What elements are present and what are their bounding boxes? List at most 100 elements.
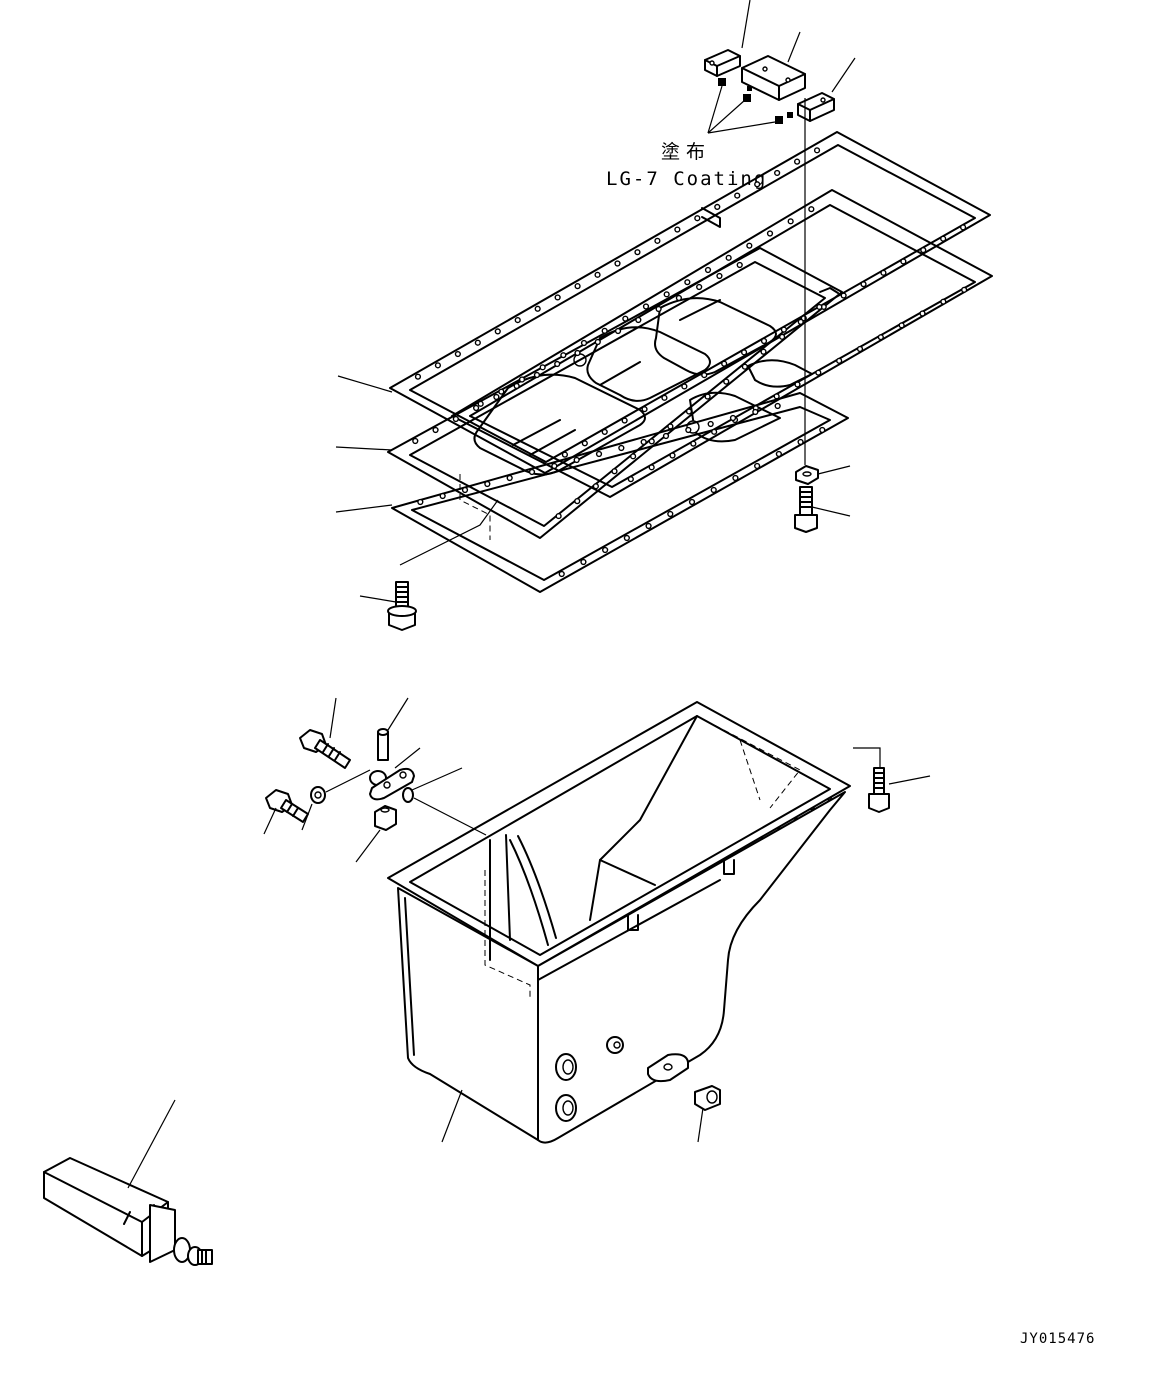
bolt-hole bbox=[760, 337, 768, 345]
leader-line bbox=[697, 1107, 704, 1143]
bolt-hole bbox=[621, 417, 628, 424]
bolt-hole bbox=[484, 480, 491, 488]
bolt-hole bbox=[477, 400, 484, 407]
bolt-hole bbox=[940, 235, 947, 242]
nut-fitting bbox=[374, 805, 397, 831]
leader-line bbox=[329, 697, 337, 739]
leader-line bbox=[337, 375, 393, 393]
bolt-hole bbox=[752, 408, 759, 416]
bolt-hole bbox=[729, 414, 737, 422]
bolt-hole bbox=[787, 218, 794, 225]
bolt-hole bbox=[641, 406, 648, 413]
bolt-hole bbox=[592, 483, 599, 490]
bolt-hole bbox=[614, 260, 621, 267]
bolt-hole bbox=[580, 339, 588, 347]
leader-line bbox=[387, 697, 409, 731]
stiffener-plate bbox=[451, 189, 993, 498]
bolt-hole bbox=[880, 269, 887, 276]
spacer-block-center bbox=[741, 55, 806, 101]
bolt-hole bbox=[594, 271, 601, 278]
oil-pan bbox=[387, 701, 851, 1144]
leader-line bbox=[325, 769, 371, 793]
bolt-hole bbox=[645, 522, 652, 530]
bolt-hole bbox=[528, 468, 536, 476]
leader-line bbox=[335, 446, 393, 451]
bolt-hole bbox=[494, 328, 501, 335]
bolt-hole bbox=[474, 339, 481, 346]
bolt-hole bbox=[669, 452, 676, 459]
leader-line bbox=[355, 829, 381, 863]
bolt-hole bbox=[551, 462, 558, 470]
bolt-hole bbox=[688, 498, 696, 506]
oil-level-sensor bbox=[43, 1157, 213, 1266]
spacer-block-right bbox=[797, 92, 835, 122]
bolt-hole bbox=[601, 428, 608, 436]
bolt-hole bbox=[816, 303, 823, 311]
spacer-block-left bbox=[704, 49, 741, 77]
bolt-hole bbox=[836, 357, 843, 364]
washer bbox=[310, 786, 326, 804]
coating-label-jp: 塗布 bbox=[661, 140, 711, 163]
bolt-hole bbox=[573, 456, 580, 464]
leader-line bbox=[741, 0, 751, 49]
bolt-hole bbox=[654, 237, 661, 244]
bolt-hole bbox=[661, 394, 668, 401]
bolt-hole bbox=[640, 438, 647, 446]
bolt-hole bbox=[961, 286, 968, 293]
bolt-hole bbox=[560, 352, 567, 359]
bolt-hole bbox=[797, 438, 804, 446]
bolt-hole bbox=[898, 322, 905, 329]
bolt-hole bbox=[454, 350, 461, 358]
bolt-hole bbox=[674, 226, 681, 233]
bolt-hole bbox=[877, 334, 884, 341]
bolt-hole bbox=[856, 345, 864, 353]
bolt-hole bbox=[611, 468, 618, 475]
bolt-hole bbox=[760, 348, 767, 355]
bolt-hole bbox=[696, 283, 703, 291]
bolt-hole bbox=[716, 272, 723, 280]
bolt-hole bbox=[539, 364, 546, 371]
bolt-hole bbox=[493, 393, 500, 401]
leader-line bbox=[413, 797, 487, 836]
leader-line bbox=[359, 595, 397, 603]
bolt-hole bbox=[711, 428, 718, 435]
bolt-hole bbox=[707, 420, 714, 428]
bolt-hole bbox=[704, 266, 712, 274]
bolt-hole bbox=[694, 215, 701, 222]
bolt-hole bbox=[940, 298, 947, 305]
bolt-hole bbox=[808, 206, 815, 213]
middle-gasket bbox=[387, 247, 843, 539]
bolt-hole bbox=[622, 315, 629, 322]
drain-plug bbox=[694, 1085, 721, 1111]
bolt-hole bbox=[594, 338, 601, 346]
long-bolt-upper bbox=[299, 729, 351, 769]
bolt-hole bbox=[498, 388, 505, 395]
bolt-hole bbox=[635, 316, 642, 324]
bolt-hole bbox=[473, 404, 480, 412]
bolt-hole bbox=[648, 464, 655, 471]
bolt-hole bbox=[452, 415, 459, 423]
bolt-hole bbox=[667, 510, 674, 518]
bolt-hole bbox=[561, 451, 569, 458]
bolt-hole bbox=[555, 512, 562, 520]
bolt-hole bbox=[432, 426, 439, 434]
bolt-hole bbox=[662, 432, 670, 440]
bolt-hole bbox=[574, 498, 581, 505]
bolt-hole bbox=[681, 383, 688, 390]
bolt-hole bbox=[714, 203, 721, 211]
leader-line bbox=[888, 775, 931, 785]
bolt-hole bbox=[774, 169, 781, 177]
bolt-hole bbox=[614, 327, 622, 335]
bolt-hole bbox=[601, 327, 608, 334]
bolt-hole bbox=[581, 440, 588, 447]
leader-line bbox=[811, 506, 851, 517]
bolt-hole bbox=[461, 486, 469, 494]
leader-line bbox=[853, 747, 881, 768]
bolt-hole bbox=[554, 294, 561, 301]
bolt-hole bbox=[734, 192, 741, 199]
bolt-hole bbox=[813, 147, 821, 154]
bolt-hole bbox=[701, 371, 708, 379]
bolt-hole bbox=[634, 249, 641, 256]
bolt-hole bbox=[513, 382, 520, 390]
